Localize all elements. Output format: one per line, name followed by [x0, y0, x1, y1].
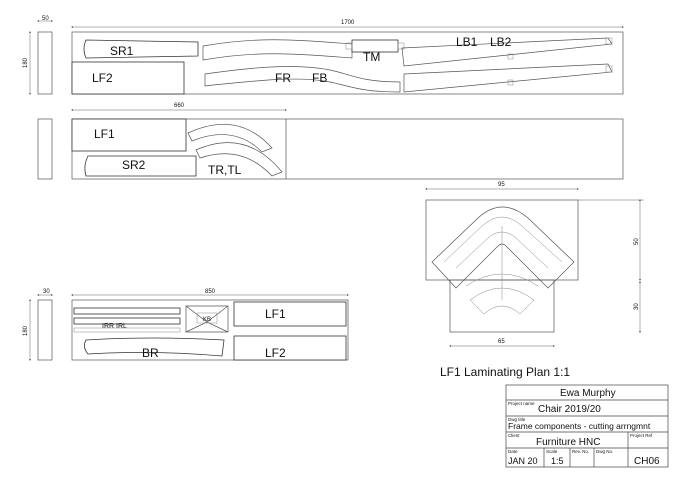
part-lf2-top-label: LF2: [92, 71, 113, 85]
part-lf2-bottom-label: LF2: [265, 346, 286, 360]
part-lf1-mid-label: LF1: [94, 127, 115, 141]
part-lf2-bottom-shape: [233, 335, 347, 361]
middle-board-group: 660 LF1 SR2 TR,TL: [37, 103, 624, 180]
dim-top-small: 50: [42, 16, 49, 22]
part-fb-label: FB: [312, 71, 327, 85]
bottom-board-group: 30 180 850 IRR IRL KB LF1 BR LF2: [23, 289, 349, 361]
plan-title: LF1 Laminating Plan 1:1: [440, 365, 570, 379]
title-block: Ewa Murphy Project name Chair 2019/20 Dw…: [505, 384, 669, 468]
part-kb-label: KB: [203, 317, 211, 323]
tb-date: JAN 20: [508, 456, 538, 466]
bottom-board: [71, 299, 349, 361]
part-lb-lower: [403, 63, 613, 93]
tb-project-name-label: Project name: [508, 401, 535, 406]
dim-mid-width: 660: [174, 103, 185, 109]
dim-top-width: 1700: [341, 20, 355, 26]
part-br-shape: [84, 337, 225, 357]
tb-project-ref-label: Project Ref: [630, 433, 653, 438]
dim-plan-lower-height: 30: [634, 303, 640, 310]
part-sr1-shape: [83, 39, 199, 59]
part-tl-arc: [195, 142, 283, 177]
part-irr-strip-1: [73, 307, 181, 315]
tb-client: Furniture HNC: [536, 437, 600, 448]
part-irr-strip-2: [73, 317, 181, 325]
part-lb2-label: LB2: [490, 35, 512, 49]
part-irr-irl-label: IRR IRL: [102, 323, 127, 330]
part-lf1-mid-shape: [71, 118, 187, 152]
laminating-plan-group: 95 50 30 65 LF1 Laminating Plan 1:1: [425, 182, 644, 379]
part-sr1-label: SR1: [110, 44, 134, 58]
part-kb-shape: [185, 305, 229, 333]
part-tr-arc: [187, 124, 273, 153]
tb-dwg-no: CH06: [634, 456, 660, 467]
part-fr-fb-upper: [202, 39, 353, 61]
tb-dwg-title-label: Dwg title: [508, 417, 526, 422]
part-lf2-top-shape: [71, 61, 185, 95]
part-fr-label: FR: [275, 71, 291, 85]
dim-plan-lower-width: 65: [498, 339, 505, 345]
tb-scale: 1:5: [551, 456, 564, 466]
dim-plan-height: 50: [634, 238, 640, 245]
part-sr2-shape: [84, 155, 197, 177]
tb-client-label: Client: [508, 433, 520, 438]
plan-former: [431, 206, 575, 289]
bottom-end-view: [37, 299, 53, 361]
part-fr-fb-lower: [204, 66, 401, 93]
tb-project-name: Chair 2019/20: [538, 404, 601, 415]
tb-dwg-no-label: Dwg No.: [596, 449, 613, 454]
dim-plan-width: 95: [498, 182, 505, 188]
top-end-view: [37, 31, 53, 95]
part-sr2-label: SR2: [122, 158, 146, 172]
dim-bottom-small: 30: [43, 289, 50, 295]
part-lf1-bottom-label: LF1: [265, 307, 286, 321]
dim-top-height: 180: [23, 57, 29, 68]
mid-end-view: [37, 118, 53, 180]
part-tm-label: TM: [363, 50, 380, 64]
part-lb1-label: LB1: [456, 35, 478, 49]
tb-rev-label: Rev. No.: [572, 449, 589, 454]
tb-scale-label: Scale: [546, 449, 558, 454]
part-tr-tl-label: TR,TL: [208, 163, 242, 177]
dim-bottom-width: 850: [205, 289, 216, 295]
tb-dwg-title: Frame components - cutting arrngmnt: [508, 421, 651, 431]
part-lf1-bottom-shape: [233, 301, 347, 327]
tb-name: Ewa Murphy: [560, 388, 616, 399]
top-board-group: 50 180 1700 SR1 LF2 FR FB TM LB1 LB2: [23, 16, 624, 95]
dim-bottom-height: 180: [23, 325, 29, 336]
part-br-label: BR: [142, 346, 159, 360]
tb-date-label: Date: [508, 449, 518, 454]
